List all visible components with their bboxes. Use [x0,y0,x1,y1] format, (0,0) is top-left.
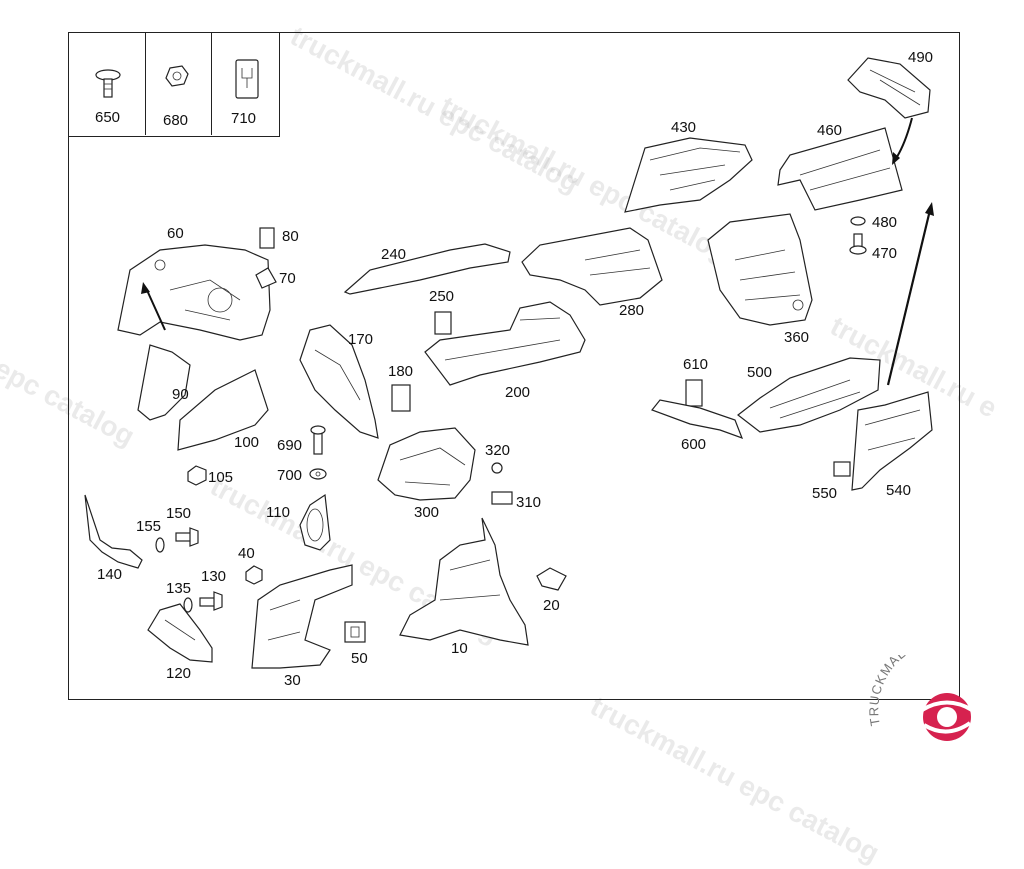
part-540[interactable] [851,391,933,491]
parts-drawing [84,57,934,669]
fastener-legend [68,32,280,137]
callout-label: 80 [282,228,299,245]
part-20-clip[interactable] [536,567,567,591]
legend-label: 650 [95,109,121,126]
callout-label: 540 [886,482,912,499]
callout-label: 550 [812,485,838,502]
part-600[interactable] [651,399,744,440]
part-680-nut[interactable] [165,65,189,87]
part-180-clip[interactable] [391,384,411,412]
callout-label: 240 [381,246,407,263]
callout-label: 690 [277,437,303,454]
legend-label: 680 [163,112,189,129]
callout-label: 180 [388,363,414,380]
callout-label: 100 [234,434,260,451]
callout-label: 250 [429,288,455,305]
part-240[interactable] [343,243,511,295]
part-700-washer[interactable] [309,468,327,480]
part-480-washer[interactable] [850,216,866,226]
part-50-clip[interactable] [344,621,366,643]
callout-label: 130 [201,568,227,585]
callout-label: 120 [166,665,192,682]
callout-label: 700 [277,467,303,484]
diagram-frame [68,32,960,700]
callout-label: 200 [505,384,531,401]
part-360[interactable] [707,213,813,326]
callout-label: 320 [485,442,511,459]
callout-label: 30 [284,672,301,689]
part-170[interactable] [299,324,379,439]
callout-label: 430 [671,119,697,136]
callout-label: 460 [817,122,843,139]
callout-label: 60 [167,225,184,242]
callout-label: 90 [172,386,189,403]
part-460[interactable] [777,127,903,211]
part-120[interactable] [147,603,213,663]
part-30[interactable] [251,564,353,669]
part-105-nut[interactable] [187,465,207,486]
part-90[interactable] [137,344,191,421]
part-470-bolt[interactable] [849,233,867,255]
part-80-clip[interactable] [259,227,275,249]
callout-label: 105 [208,469,234,486]
callout-label: 170 [348,331,374,348]
part-500[interactable] [737,357,881,433]
callout-label: 600 [681,436,707,453]
part-110[interactable] [299,493,331,551]
part-650-screw[interactable] [95,69,121,98]
part-10[interactable] [399,517,529,646]
callout-label: 360 [784,329,810,346]
callout-label: 70 [279,270,296,287]
callout-label: 135 [166,580,192,597]
part-135-washer[interactable] [183,597,193,613]
callout-label: 280 [619,302,645,319]
part-100[interactable] [177,369,269,451]
callout-label: 110 [266,504,290,521]
part-430[interactable] [624,137,753,213]
part-70-clip[interactable] [255,267,277,289]
part-140[interactable] [84,494,143,569]
part-550-clip[interactable] [833,461,851,477]
legend-cell [146,32,212,135]
part-710-clip[interactable] [235,59,259,99]
gear-icon [920,693,974,741]
part-250-clip[interactable] [434,311,452,335]
callout-label: 40 [238,545,255,562]
callout-label: 50 [351,650,368,667]
part-300[interactable] [377,427,476,501]
part-130-bolt[interactable] [199,591,223,611]
callout-label: 500 [747,364,773,381]
callout-label: 610 [683,356,709,373]
part-280[interactable] [521,227,663,306]
legend-cell [68,32,146,135]
truckmall-parts-logo: TRUCKMALLPARTS [862,655,1022,745]
callout-label: 150 [166,505,192,522]
callout-label: 10 [451,640,468,657]
part-200[interactable] [424,301,586,386]
part-490[interactable] [847,57,931,119]
callout-label: 480 [872,214,898,231]
callout-label: 140 [97,566,123,583]
callout-label: 155 [136,518,162,535]
callout-label: 300 [414,504,440,521]
part-690-bolt[interactable] [310,425,326,455]
part-150-bolt[interactable] [175,527,199,547]
part-60[interactable] [117,244,271,341]
callout-label: 470 [872,245,898,262]
callout-label: 20 [543,597,560,614]
part-40-nut[interactable] [245,565,263,585]
legend-label: 710 [231,110,257,127]
part-310-clip[interactable] [491,491,513,505]
part-155-washer[interactable] [155,537,165,553]
callout-label: 490 [908,49,934,66]
part-320-screw[interactable] [491,462,503,474]
callout-label: 310 [516,494,542,511]
part-610-clip[interactable] [685,379,703,407]
